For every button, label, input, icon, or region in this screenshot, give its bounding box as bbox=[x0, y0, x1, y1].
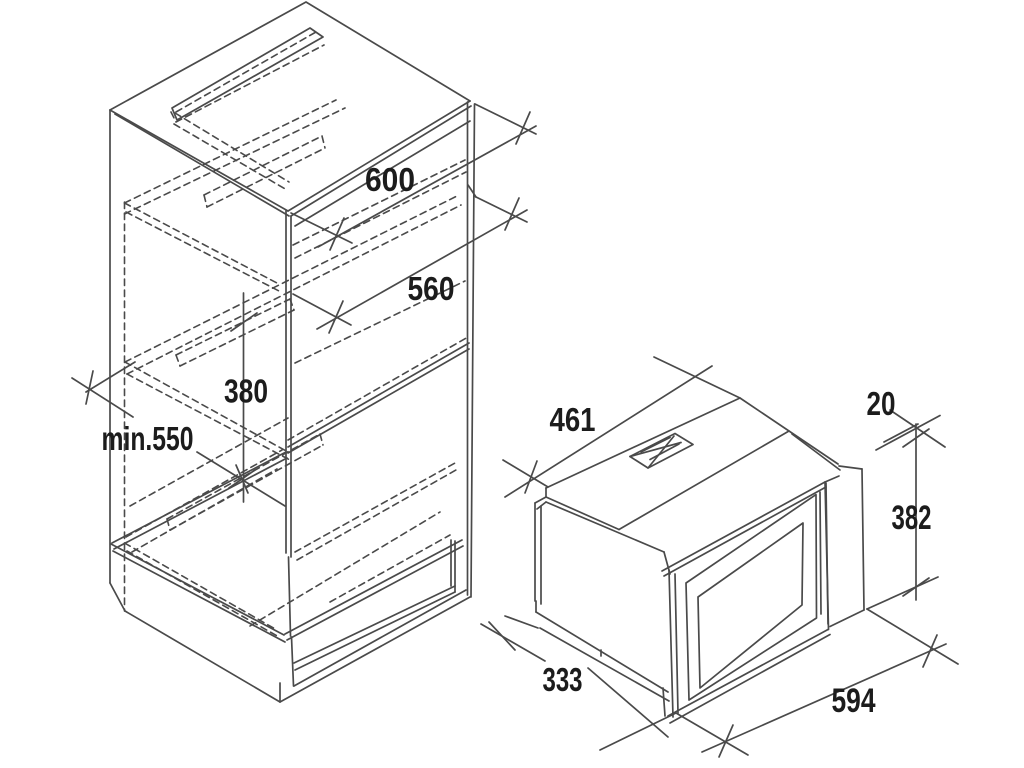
svg-text:380: 380 bbox=[224, 373, 268, 410]
svg-text:333: 333 bbox=[543, 661, 583, 698]
svg-text:min.550: min.550 bbox=[102, 420, 194, 457]
svg-text:382: 382 bbox=[892, 499, 932, 537]
svg-text:560: 560 bbox=[408, 270, 455, 307]
svg-text:600: 600 bbox=[365, 161, 415, 198]
svg-text:461: 461 bbox=[550, 401, 596, 438]
svg-text:20: 20 bbox=[867, 385, 896, 422]
svg-text:594: 594 bbox=[832, 682, 876, 720]
